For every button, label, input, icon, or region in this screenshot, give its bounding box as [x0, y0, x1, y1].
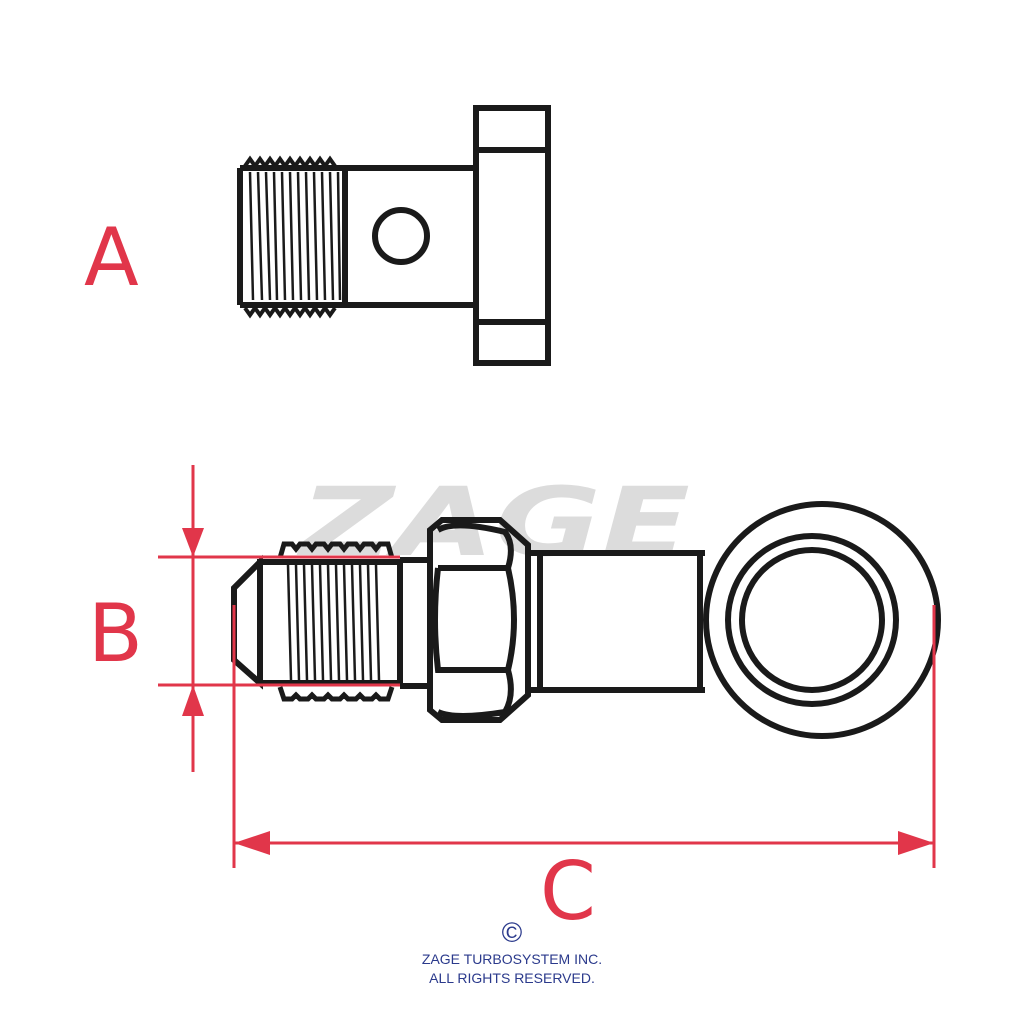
- label-c: C: [540, 845, 596, 938]
- footer-company: ZAGE TURBOSYSTEM INC.: [421, 951, 603, 967]
- copyright-symbol: ©: [501, 917, 523, 948]
- banjo-bolt-drawing: [237, 105, 551, 366]
- label-b: B: [88, 587, 143, 680]
- banjo-fitting-drawing: [231, 501, 941, 739]
- dimension-lines: [158, 465, 936, 868]
- label-a: A: [84, 211, 139, 304]
- footer-rights: ALL RIGHTS RESERVED.: [429, 970, 595, 986]
